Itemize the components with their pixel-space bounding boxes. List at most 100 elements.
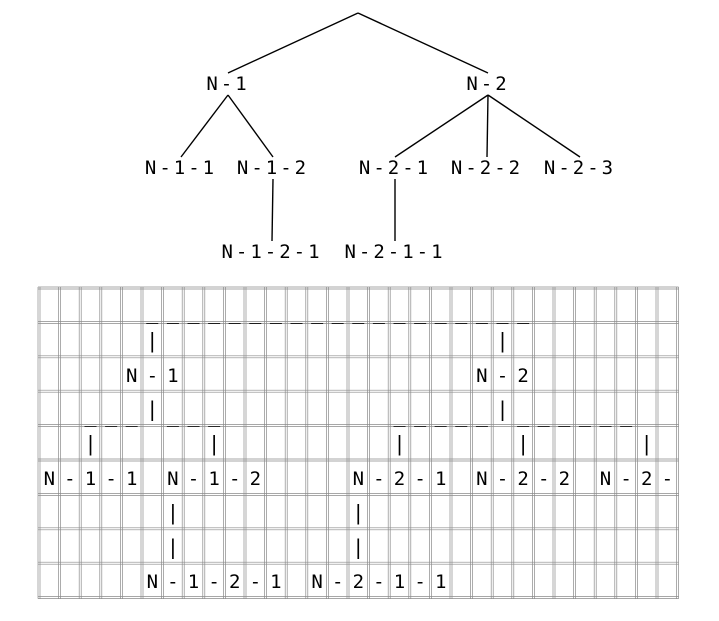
grid-char: N bbox=[44, 468, 55, 490]
grid-char: 2 bbox=[394, 468, 405, 490]
grid-char: _ bbox=[517, 300, 530, 324]
tree-node-n2: N-2 bbox=[466, 73, 509, 95]
grid-char: - bbox=[188, 468, 199, 490]
grid-char: - bbox=[497, 468, 508, 490]
grid-char: - bbox=[538, 468, 549, 490]
grid-char: _ bbox=[476, 300, 489, 324]
grid-char: _ bbox=[558, 403, 571, 427]
grid-char: 2 bbox=[641, 468, 652, 490]
grid-char: - bbox=[208, 571, 219, 593]
tree-edge-n2-n23 bbox=[487, 94, 581, 158]
grid-char: _ bbox=[187, 403, 200, 427]
grid-char: _ bbox=[167, 300, 180, 324]
grid-char: N bbox=[167, 468, 178, 490]
grid-char: 2 bbox=[250, 468, 261, 490]
grid-char: 2 bbox=[517, 365, 528, 387]
tree-node-n12: N-1-2 bbox=[237, 157, 309, 179]
tree-edge-n12-n121 bbox=[271, 178, 274, 242]
grid-lines bbox=[37, 286, 679, 599]
grid-char: 1 bbox=[188, 571, 199, 593]
grid-char: - bbox=[373, 571, 384, 593]
grid-char: | bbox=[208, 432, 220, 456]
grid-char: - bbox=[620, 468, 631, 490]
grid-char: | bbox=[517, 432, 529, 456]
grid-char: | bbox=[393, 432, 405, 456]
grid-char: - bbox=[147, 365, 158, 387]
grid-char: _ bbox=[290, 300, 303, 324]
grid-char: _ bbox=[229, 300, 242, 324]
grid-char: _ bbox=[496, 300, 509, 324]
grid-char: _ bbox=[435, 403, 448, 427]
grid-char: _ bbox=[393, 403, 406, 427]
grid-char: _ bbox=[84, 403, 97, 427]
grid-char: - bbox=[105, 468, 116, 490]
grid-char: N bbox=[353, 468, 364, 490]
grid-char: _ bbox=[187, 300, 200, 324]
grid-char: 2 bbox=[517, 468, 528, 490]
tree-edge-n2-n22 bbox=[486, 94, 489, 158]
grid-char: | bbox=[167, 500, 179, 524]
grid-char: N bbox=[311, 571, 322, 593]
grid-char: - bbox=[332, 571, 343, 593]
grid-char: - bbox=[414, 571, 425, 593]
grid-char: _ bbox=[146, 300, 159, 324]
tree-node-n23: N-2-3 bbox=[544, 157, 616, 179]
grid-char: | bbox=[84, 432, 96, 456]
grid-char: | bbox=[146, 328, 158, 352]
tree-node-n121: N-1-2-1 bbox=[221, 241, 322, 263]
grid-char: N bbox=[147, 571, 158, 593]
grid-char: | bbox=[167, 535, 179, 559]
tree-edge-n1-n11 bbox=[180, 94, 229, 158]
grid-char: _ bbox=[332, 300, 345, 324]
grid-char: - bbox=[64, 468, 75, 490]
grid-char: 1 bbox=[167, 365, 178, 387]
grid-char: _ bbox=[517, 403, 530, 427]
grid-char: _ bbox=[249, 300, 262, 324]
tree-edges bbox=[180, 12, 581, 242]
grid-char: | bbox=[496, 397, 508, 421]
tree-edge-root-n1 bbox=[227, 12, 359, 74]
grid-char: N bbox=[600, 468, 611, 490]
grid-char: _ bbox=[167, 403, 180, 427]
grid-char: - bbox=[497, 365, 508, 387]
grid-char: _ bbox=[105, 403, 118, 427]
grid-char: N bbox=[126, 365, 137, 387]
grid-char: _ bbox=[393, 300, 406, 324]
tree-node-n22: N-2-2 bbox=[451, 157, 523, 179]
grid-char: - bbox=[250, 571, 261, 593]
grid-char: 2 bbox=[353, 571, 364, 593]
grid-char: 2 bbox=[559, 468, 570, 490]
tree-node-n11: N-1-1 bbox=[145, 157, 217, 179]
grid-char: _ bbox=[414, 403, 427, 427]
grid-char: _ bbox=[579, 403, 592, 427]
grid-char: - bbox=[662, 468, 673, 490]
grid-char: | bbox=[496, 328, 508, 352]
grid-char: | bbox=[352, 500, 364, 524]
grid-char: _ bbox=[435, 300, 448, 324]
grid-char: _ bbox=[414, 300, 427, 324]
grid-char: _ bbox=[208, 300, 221, 324]
grid-char: _ bbox=[476, 403, 489, 427]
grid-char: 1 bbox=[435, 571, 446, 593]
grid-char: _ bbox=[599, 403, 612, 427]
tree-edge-n2-n21 bbox=[394, 94, 489, 158]
grid-char: 1 bbox=[435, 468, 446, 490]
grid-char: _ bbox=[373, 300, 386, 324]
grid-char: _ bbox=[538, 403, 551, 427]
grid-char: 1 bbox=[394, 571, 405, 593]
grid-char: _ bbox=[311, 300, 324, 324]
grid-char: 1 bbox=[208, 468, 219, 490]
grid-char: 1 bbox=[85, 468, 96, 490]
grid-char: _ bbox=[620, 403, 633, 427]
grid-char: _ bbox=[455, 300, 468, 324]
grid-char: 1 bbox=[270, 571, 281, 593]
grid-char: | bbox=[146, 397, 158, 421]
grid-char: N bbox=[476, 365, 487, 387]
grid-char: _ bbox=[270, 300, 283, 324]
tree-node-n1: N-1 bbox=[206, 73, 249, 95]
tree-node-n21: N-2-1 bbox=[359, 157, 431, 179]
